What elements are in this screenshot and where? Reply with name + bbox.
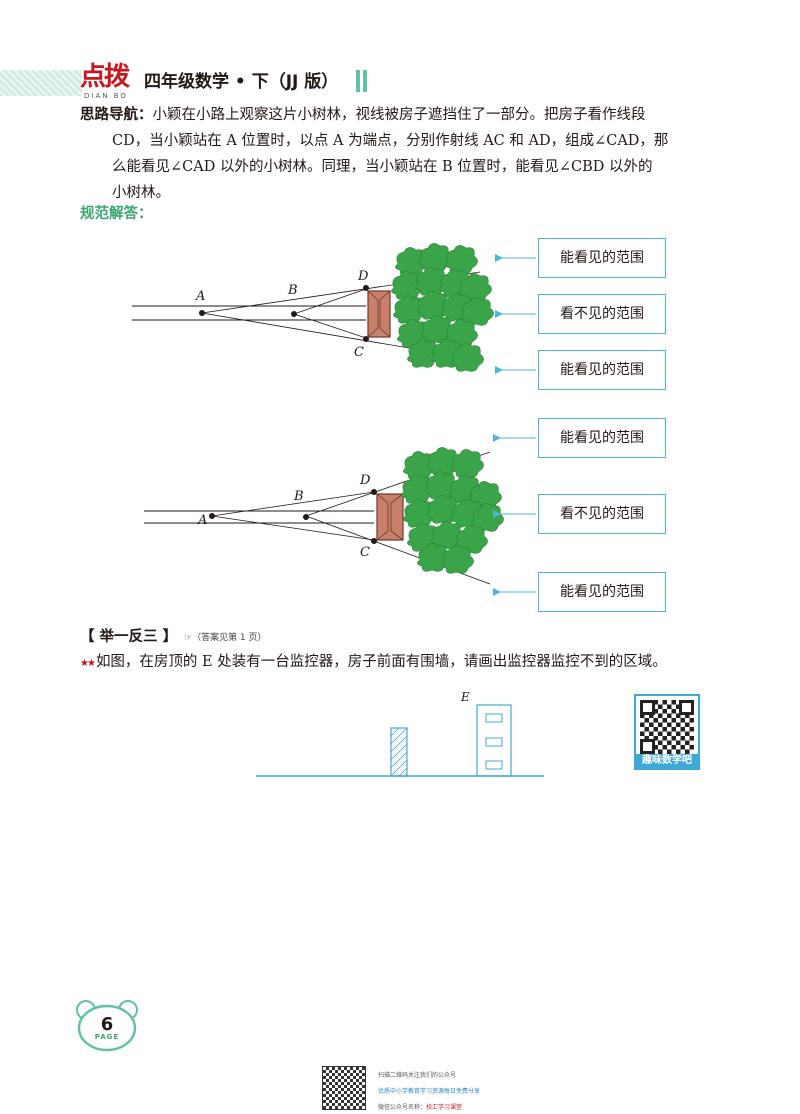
header-bars bbox=[356, 70, 370, 96]
building bbox=[476, 704, 512, 777]
hidden-range-box-2: 看不见的范围 bbox=[538, 494, 666, 534]
book-title: 四年级数学 • 下（JJ 版） bbox=[144, 72, 339, 92]
diagram-2: A B D C bbox=[144, 434, 536, 596]
guide-line-1: 小颖在小路上观察这片小树林，视线被房子遮挡住了一部分。把房子看作线段 bbox=[152, 107, 646, 123]
label-e: E bbox=[460, 690, 470, 704]
footer-line-3: 微信公众号名称：校汇学习课堂 bbox=[378, 1102, 462, 1111]
point-a bbox=[209, 513, 215, 519]
hidden-range-box: 看不见的范围 bbox=[538, 294, 666, 334]
ray-ac bbox=[211, 515, 375, 541]
practice-answer-note: ☞（答案见第 1 页） bbox=[184, 633, 267, 643]
page-number: 6 bbox=[100, 1014, 114, 1035]
page-word: PAGE bbox=[94, 1033, 120, 1041]
footer-line-3-prefix: 微信公众号名称： bbox=[378, 1104, 427, 1111]
house bbox=[376, 493, 404, 541]
label-d: D bbox=[359, 473, 371, 488]
page-badge: 6 PAGE bbox=[76, 1000, 138, 1050]
ray-bd bbox=[293, 288, 367, 315]
ray-bc bbox=[293, 313, 367, 339]
ray-ad bbox=[211, 491, 375, 517]
practice-title: 【 举一反三 】 bbox=[80, 629, 178, 645]
visible-range-box-top-2: 能看见的范围 bbox=[538, 418, 666, 458]
guide-line-4: 小树林。 bbox=[112, 185, 170, 201]
guide-paragraph: 思路导航：小颖在小路上观察这片小树林，视线被房子遮挡住了一部分。把房子看作线段 … bbox=[80, 102, 726, 206]
page-badge-shape bbox=[76, 1000, 138, 1052]
label-a: A bbox=[197, 513, 207, 528]
brand-logo: 点拨 DIAN BO bbox=[80, 62, 138, 102]
point-c bbox=[371, 538, 377, 544]
footer-line-1: 扫描二维码关注我们的公众号 bbox=[378, 1072, 457, 1079]
page-header: 点拨 DIAN BO 四年级数学 • 下（JJ 版） bbox=[0, 62, 800, 102]
house bbox=[367, 290, 391, 338]
difficulty-stars: ★★ bbox=[80, 658, 96, 669]
label-b: B bbox=[287, 283, 298, 298]
point-b bbox=[303, 514, 309, 520]
footer-line-2: 优质中小学教育学习资源每日免费分享 bbox=[378, 1088, 481, 1095]
practice-question: ★★如图，在房顶的 E 处装有一台监控器，房子前面有围墙，请画出监控器监控不到的… bbox=[80, 650, 740, 676]
point-b bbox=[291, 311, 297, 317]
answer-label: 规范解答： bbox=[80, 206, 153, 222]
label-a: A bbox=[195, 289, 205, 304]
qr-label: 趣味数学吧 bbox=[636, 754, 698, 768]
logo-text: 点拨 bbox=[80, 62, 130, 92]
point-d bbox=[371, 489, 377, 495]
qr-code-card[interactable]: 趣味数学吧 bbox=[634, 694, 700, 770]
tree-cluster-2 bbox=[401, 447, 504, 574]
header-stripe bbox=[0, 70, 82, 96]
guide-line-3: 么能看见∠CAD 以外的小树林。同理，当小颖站在 B 位置时，能看见∠CBD 以… bbox=[112, 159, 653, 175]
point-a bbox=[199, 310, 205, 316]
footer-qr-icon[interactable] bbox=[322, 1066, 366, 1110]
footer-account-name: 校汇学习课堂 bbox=[426, 1104, 463, 1111]
practice-figure: E bbox=[256, 690, 544, 777]
point-d bbox=[363, 285, 369, 291]
logo-subtext: DIAN BO bbox=[84, 92, 128, 100]
visible-range-box-bottom-2: 能看见的范围 bbox=[538, 572, 666, 612]
label-b: B bbox=[293, 489, 304, 504]
guide-line-2: CD，当小颖站在 A 位置时，以点 A 为端点，分别作射线 AC 和 AD，组成… bbox=[112, 133, 669, 149]
label-d: D bbox=[357, 269, 369, 284]
guide-label: 思路导航： bbox=[80, 106, 153, 123]
label-c: C bbox=[354, 345, 364, 360]
diagram-1: A B D C bbox=[132, 243, 536, 374]
practice-question-text: 如图，在房顶的 E 处装有一台监控器，房子前面有围墙，请画出监控器监控不到的区域… bbox=[95, 654, 667, 670]
visible-range-box-bottom: 能看见的范围 bbox=[538, 350, 666, 390]
label-c: C bbox=[360, 545, 370, 560]
visible-range-box-top: 能看见的范围 bbox=[538, 238, 666, 278]
tree-cluster-1 bbox=[391, 243, 494, 372]
